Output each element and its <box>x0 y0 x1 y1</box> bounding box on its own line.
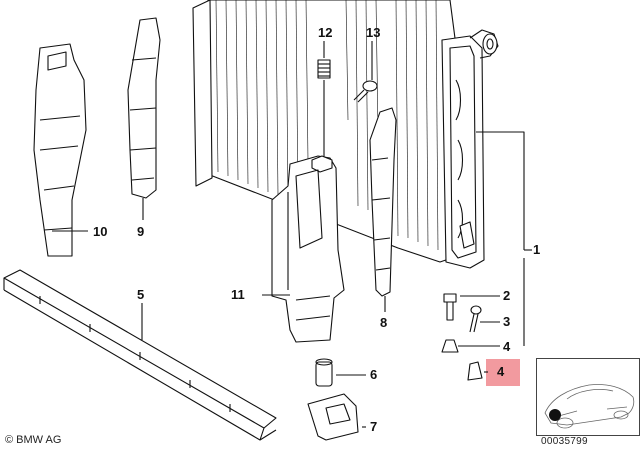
part-4-cap[interactable] <box>441 339 459 353</box>
part-9-side-bracket[interactable] <box>127 17 161 199</box>
callout-8: 8 <box>380 315 388 330</box>
callout-1: 1 <box>533 242 541 257</box>
callout-4-a: 4 <box>503 339 511 354</box>
callout-11: 11 <box>231 287 245 302</box>
callout-12: 12 <box>318 25 333 40</box>
callout-6: 6 <box>370 367 378 382</box>
drawing-code: 00035799 <box>541 436 588 447</box>
part-2-plug[interactable] <box>443 293 457 321</box>
part-8-side-bracket[interactable] <box>369 107 397 297</box>
highlighted-callout-background <box>486 359 520 386</box>
callout-10: 10 <box>93 224 108 239</box>
part-3-stud[interactable] <box>469 305 482 333</box>
radiator[interactable] <box>192 0 499 269</box>
part-7-bracket[interactable] <box>307 393 359 441</box>
part-5-lower-rail[interactable] <box>3 269 277 441</box>
callout-5: 5 <box>137 287 145 302</box>
callout-13: 13 <box>366 25 381 40</box>
callout-2: 2 <box>503 288 511 303</box>
callout-9: 9 <box>137 224 145 239</box>
bmw-copyright: © BMW AG <box>5 434 62 446</box>
callout-7: 7 <box>370 419 378 434</box>
part-6-rubber-mount[interactable] <box>315 358 333 387</box>
part-12-stud[interactable] <box>317 59 331 79</box>
part-10-left-bracket[interactable] <box>33 43 87 257</box>
part-4-plug[interactable] <box>467 361 483 381</box>
callout-4-b: 4 <box>497 364 505 379</box>
vehicle-location-thumbnail <box>536 358 640 436</box>
car-outline-icon <box>544 384 635 429</box>
callout-3: 3 <box>503 314 511 329</box>
part-13-screw[interactable] <box>353 80 378 103</box>
